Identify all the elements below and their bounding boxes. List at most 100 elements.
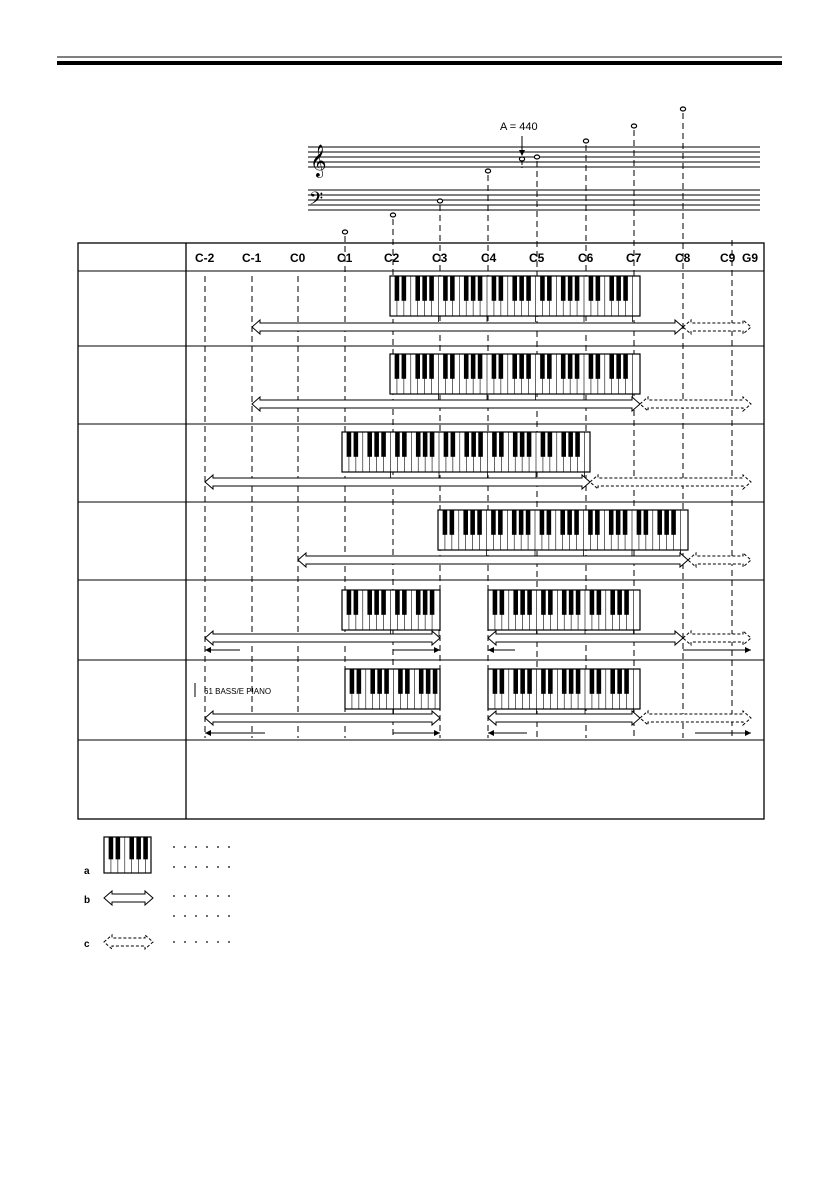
black-key [568, 590, 574, 615]
black-key [518, 510, 524, 535]
black-key [429, 590, 435, 615]
black-key [589, 590, 595, 615]
black-key [540, 432, 546, 457]
black-key [596, 669, 602, 694]
black-key [422, 276, 427, 301]
legend-dot [184, 895, 186, 897]
keyboard-graphic [389, 275, 641, 322]
black-key [471, 432, 476, 457]
black-key [418, 669, 424, 694]
black-key [617, 590, 622, 615]
thin-arrow-head-icon [205, 647, 211, 653]
black-key [450, 276, 455, 301]
black-key [624, 590, 629, 615]
black-key [596, 590, 602, 615]
black-key [561, 432, 567, 457]
note-label-g9: G9 [742, 251, 758, 265]
legend-b-letter: b [84, 895, 90, 906]
extended-range-arrow [639, 395, 752, 413]
black-key [498, 354, 504, 379]
black-key [499, 432, 504, 457]
black-key [374, 590, 379, 615]
black-key [346, 432, 352, 457]
black-key [526, 354, 531, 379]
black-key [561, 669, 567, 694]
black-key [429, 432, 435, 457]
black-key [623, 276, 628, 301]
black-key [539, 510, 545, 535]
black-key [464, 432, 470, 457]
range-arrow [204, 473, 591, 491]
black-key [429, 276, 434, 301]
thin-arrow-head-icon [488, 647, 494, 653]
range-arrow [204, 629, 441, 647]
row-3 [204, 431, 752, 491]
black-key [401, 276, 407, 301]
range-rows [194, 275, 752, 736]
black-key [519, 354, 524, 379]
staff-note-head [389, 212, 397, 218]
black-key [548, 590, 553, 615]
black-key [377, 669, 382, 694]
black-key [492, 669, 498, 694]
row-5 [204, 589, 752, 653]
black-key [442, 510, 448, 535]
black-key [429, 354, 434, 379]
legend-dot [228, 846, 230, 848]
legend-dot [206, 941, 208, 943]
extended-range-arrow [103, 933, 154, 951]
black-key [367, 590, 373, 615]
extended-range-arrow [639, 709, 752, 727]
black-key [527, 669, 532, 694]
black-key [574, 276, 580, 301]
black-key [353, 590, 359, 615]
legend-dot [184, 915, 186, 917]
legend-dot [217, 941, 219, 943]
note-label-c4: C4 [481, 251, 497, 265]
black-key [384, 669, 389, 694]
black-key [519, 432, 525, 457]
table-border [77, 242, 765, 820]
black-key [513, 590, 519, 615]
black-key [136, 837, 141, 860]
black-key [470, 510, 475, 535]
thin-arrow-head-icon [434, 730, 440, 736]
row-6 [194, 668, 752, 736]
black-key [470, 276, 476, 301]
row-4 [297, 509, 752, 569]
black-key [470, 354, 476, 379]
black-key [574, 354, 580, 379]
legend-dot [195, 866, 197, 868]
black-key [401, 354, 407, 379]
staff-note-head [341, 229, 349, 235]
black-key [143, 837, 148, 860]
extended-range-arrow [682, 318, 752, 336]
staff-note-head [582, 138, 590, 144]
black-key [575, 432, 580, 457]
black-key [450, 354, 455, 379]
black-key [443, 432, 449, 457]
black-key [609, 276, 615, 301]
black-key [615, 510, 621, 535]
extended-range-arrow [589, 473, 752, 491]
staff-note-head [484, 168, 492, 174]
black-key [588, 276, 594, 301]
black-key [425, 669, 431, 694]
black-key [415, 354, 421, 379]
black-key [498, 276, 504, 301]
black-key [415, 432, 421, 457]
note-label-c1: C1 [337, 251, 353, 265]
black-key [567, 354, 573, 379]
black-key [541, 590, 546, 615]
black-key [381, 432, 386, 457]
note-label-c-2: C-2 [195, 251, 215, 265]
black-key [491, 354, 497, 379]
legend-dot [217, 846, 219, 848]
keyboard-graphic [487, 668, 641, 715]
black-key [526, 432, 532, 457]
black-key [402, 432, 407, 457]
range-arrow [204, 709, 441, 727]
thin-arrow-head-icon [745, 730, 751, 736]
black-key [519, 276, 524, 301]
